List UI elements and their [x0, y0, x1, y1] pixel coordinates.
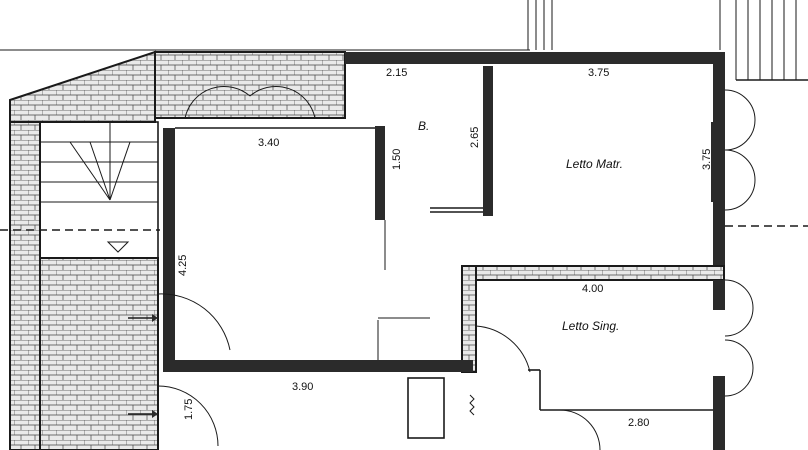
room-label-master-bedroom: Letto Matr. [566, 157, 623, 171]
staircase [0, 121, 160, 259]
dimension-bath-side: 2.65 [469, 127, 481, 148]
dimension-bath-top: 2.15 [386, 67, 407, 79]
single-bedroom [475, 279, 754, 450]
dimension-lower-left: 1.75 [183, 399, 195, 420]
dimension-living-height: 4.25 [177, 255, 189, 276]
dimension-master-top: 3.75 [588, 67, 609, 79]
living-room [175, 127, 430, 360]
dimension-single-top: 4.00 [582, 283, 603, 295]
left-doors [128, 293, 231, 447]
lower-corridor [407, 377, 475, 439]
dimension-master-side: 3.75 [701, 149, 713, 170]
dimension-single-bottom: 2.80 [628, 417, 649, 429]
top-window [184, 86, 316, 119]
dimension-closet: 1.50 [391, 149, 403, 170]
bathroom [344, 64, 483, 213]
room-label-bathroom: B. [418, 119, 429, 133]
master-windows [711, 89, 808, 227]
dimension-corridor-bottom: 3.90 [292, 381, 313, 393]
dimension-living-width: 3.40 [258, 137, 279, 149]
walls [9, 50, 725, 450]
terrace-hatching [0, 0, 808, 81]
room-label-single-bedroom: Letto Sing. [562, 319, 619, 333]
